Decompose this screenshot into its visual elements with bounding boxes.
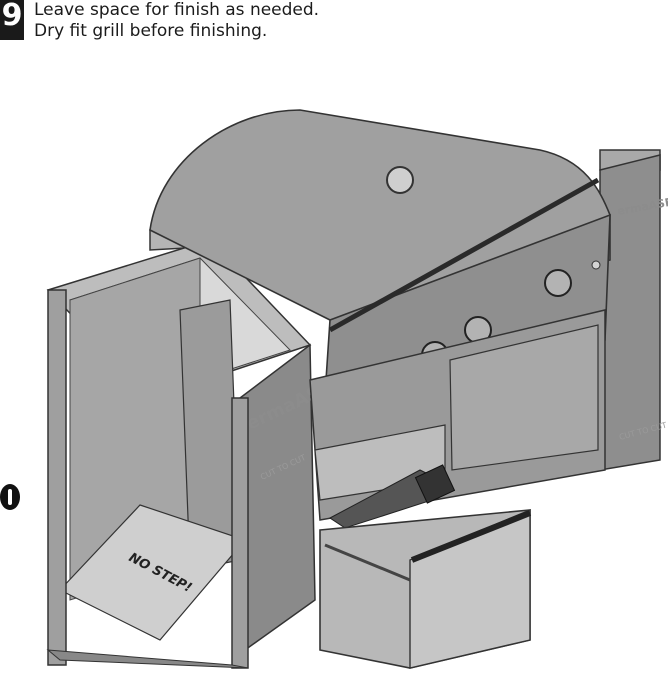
hood-handle xyxy=(328,177,600,333)
burner-knob-4 xyxy=(544,269,572,297)
thermometer-icon xyxy=(386,166,414,194)
callout-marker-icon xyxy=(0,484,20,510)
step-number-badge: 9 xyxy=(0,0,24,40)
instruction-line-1: Leave space for finish as needed. xyxy=(34,0,320,20)
drawer-slide xyxy=(324,543,411,582)
left-rear-post xyxy=(231,397,249,669)
igniter-light xyxy=(591,260,601,270)
left-front-post xyxy=(47,289,67,666)
instruction-line-2: Dry fit grill before finishing. xyxy=(34,21,268,41)
drill-battery xyxy=(414,464,456,504)
drawer-handle xyxy=(410,510,532,563)
left-bottom-rail xyxy=(46,649,249,669)
access-door xyxy=(449,324,599,471)
